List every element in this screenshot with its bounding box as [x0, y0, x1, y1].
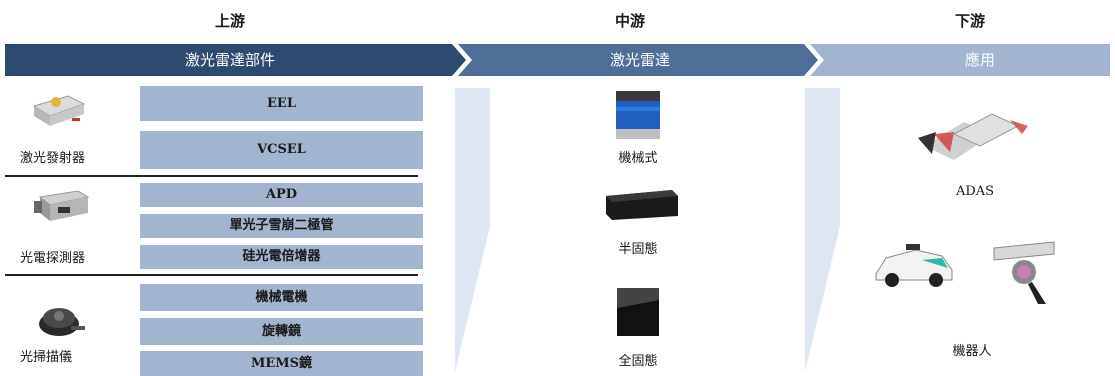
downstream-title: 下游 [954, 12, 985, 30]
component-box-spad: 單光子雪崩二極管 [140, 214, 423, 238]
banner-midstream [458, 44, 818, 76]
robot-sensor-icon [993, 241, 1055, 304]
banner-downstream-label: 應用 [964, 51, 995, 69]
category-label-2: 光掃描儀 [20, 350, 73, 365]
midstream-product-semi-solid: 半固態 [618, 242, 658, 257]
mechanical-lidar-icon [616, 91, 660, 139]
midstream-product-mechanical: 機械式 [618, 151, 658, 166]
solid-state-lidar-icon [617, 288, 659, 336]
banner-downstream [810, 44, 1110, 76]
group-divider [5, 175, 418, 177]
downstream-app-adas: ADAS [955, 184, 995, 199]
component-box-apd: APD [140, 183, 423, 207]
midstream-title: 中游 [614, 12, 645, 30]
robotaxi-car-icon [875, 244, 953, 287]
component-box-mems: MEMS鏡 [140, 351, 423, 376]
component-box-motor: 機械電機 [140, 284, 423, 311]
component-box-sipm: 硅光電倍增器 [140, 245, 423, 269]
group-divider [5, 274, 418, 276]
adas-car-icon [918, 113, 1028, 160]
banner-midstream-label: 激光雷達 [609, 51, 670, 69]
component-box-vcsel: VCSEL [140, 131, 423, 169]
banner-upstream-label: 激光雷達部件 [184, 51, 275, 69]
chevron-downstream [805, 88, 840, 372]
midstream-product-solid-state: 全固態 [618, 354, 658, 369]
component-box-eel: EEL [140, 86, 423, 121]
category-label-1: 光電探測器 [20, 251, 86, 266]
category-label-0: 激光發射器 [20, 151, 86, 166]
upstream-title: 上游 [214, 12, 245, 30]
semi-solid-lidar-icon [606, 190, 678, 220]
photodetector-icon [34, 190, 90, 221]
optical-scanner-icon [39, 308, 85, 336]
laser-emitter-icon [32, 95, 86, 126]
component-box-rotating-mirror: 旋轉鏡 [140, 318, 423, 345]
downstream-app-robot: 機器人 [952, 344, 992, 359]
chevron-midstream [455, 88, 490, 372]
banner-upstream [5, 44, 466, 76]
